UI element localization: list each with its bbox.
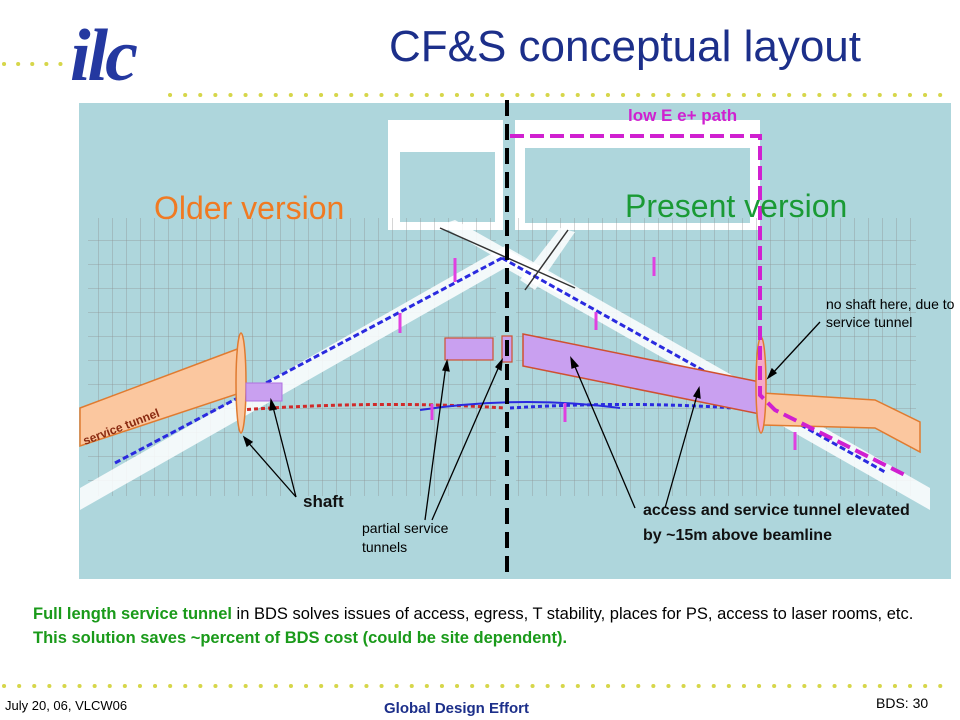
present-version-label: Present version [625,188,848,224]
access-tunnel-label: access and service tunnel elevated by ~1… [643,502,910,544]
beamline-right-upper [419,400,621,411]
no-shaft-label: no shaft here, due to service tunnel [826,296,955,330]
partial-tunnel-older-small [245,382,283,402]
older-version-label: Older version [154,190,345,226]
partial-tunnel-older [444,337,494,361]
beamline-right-diagonal [501,256,886,474]
partial-service-tunnels-label: partial service tunnels [362,520,449,555]
body-plain: in BDS solves issues of access, egress, … [231,605,914,623]
body-highlight-2: This solution saves ~percent of BDS cost… [33,629,568,647]
shaft-label: shaft [303,492,344,511]
footer-date: July 20, 06, VLCW06 [5,698,128,713]
body-highlight-1: Full length service tunnel [33,605,232,623]
low-e-path [510,134,906,477]
beamline-left-diagonal [114,256,503,465]
ilc-logo: ilc [70,15,138,97]
callout-arrows [242,321,821,521]
slide-title: CF&S conceptual layout [388,22,862,71]
footer-page-number: BDS: 30 [876,695,929,711]
cavern-inner-right [525,148,750,223]
tunnel-band-left [80,246,505,510]
crossing-line-2 [524,229,569,291]
footer-title: Global Design Effort [384,700,530,717]
body-text: Full length service tunnel in BDS solves… [33,602,943,650]
shaft-ellipse-older [235,332,247,434]
cavern-inner-left [400,152,495,222]
low-e-path-label: low E e+ path [628,106,738,125]
magnet-markers [398,257,797,450]
